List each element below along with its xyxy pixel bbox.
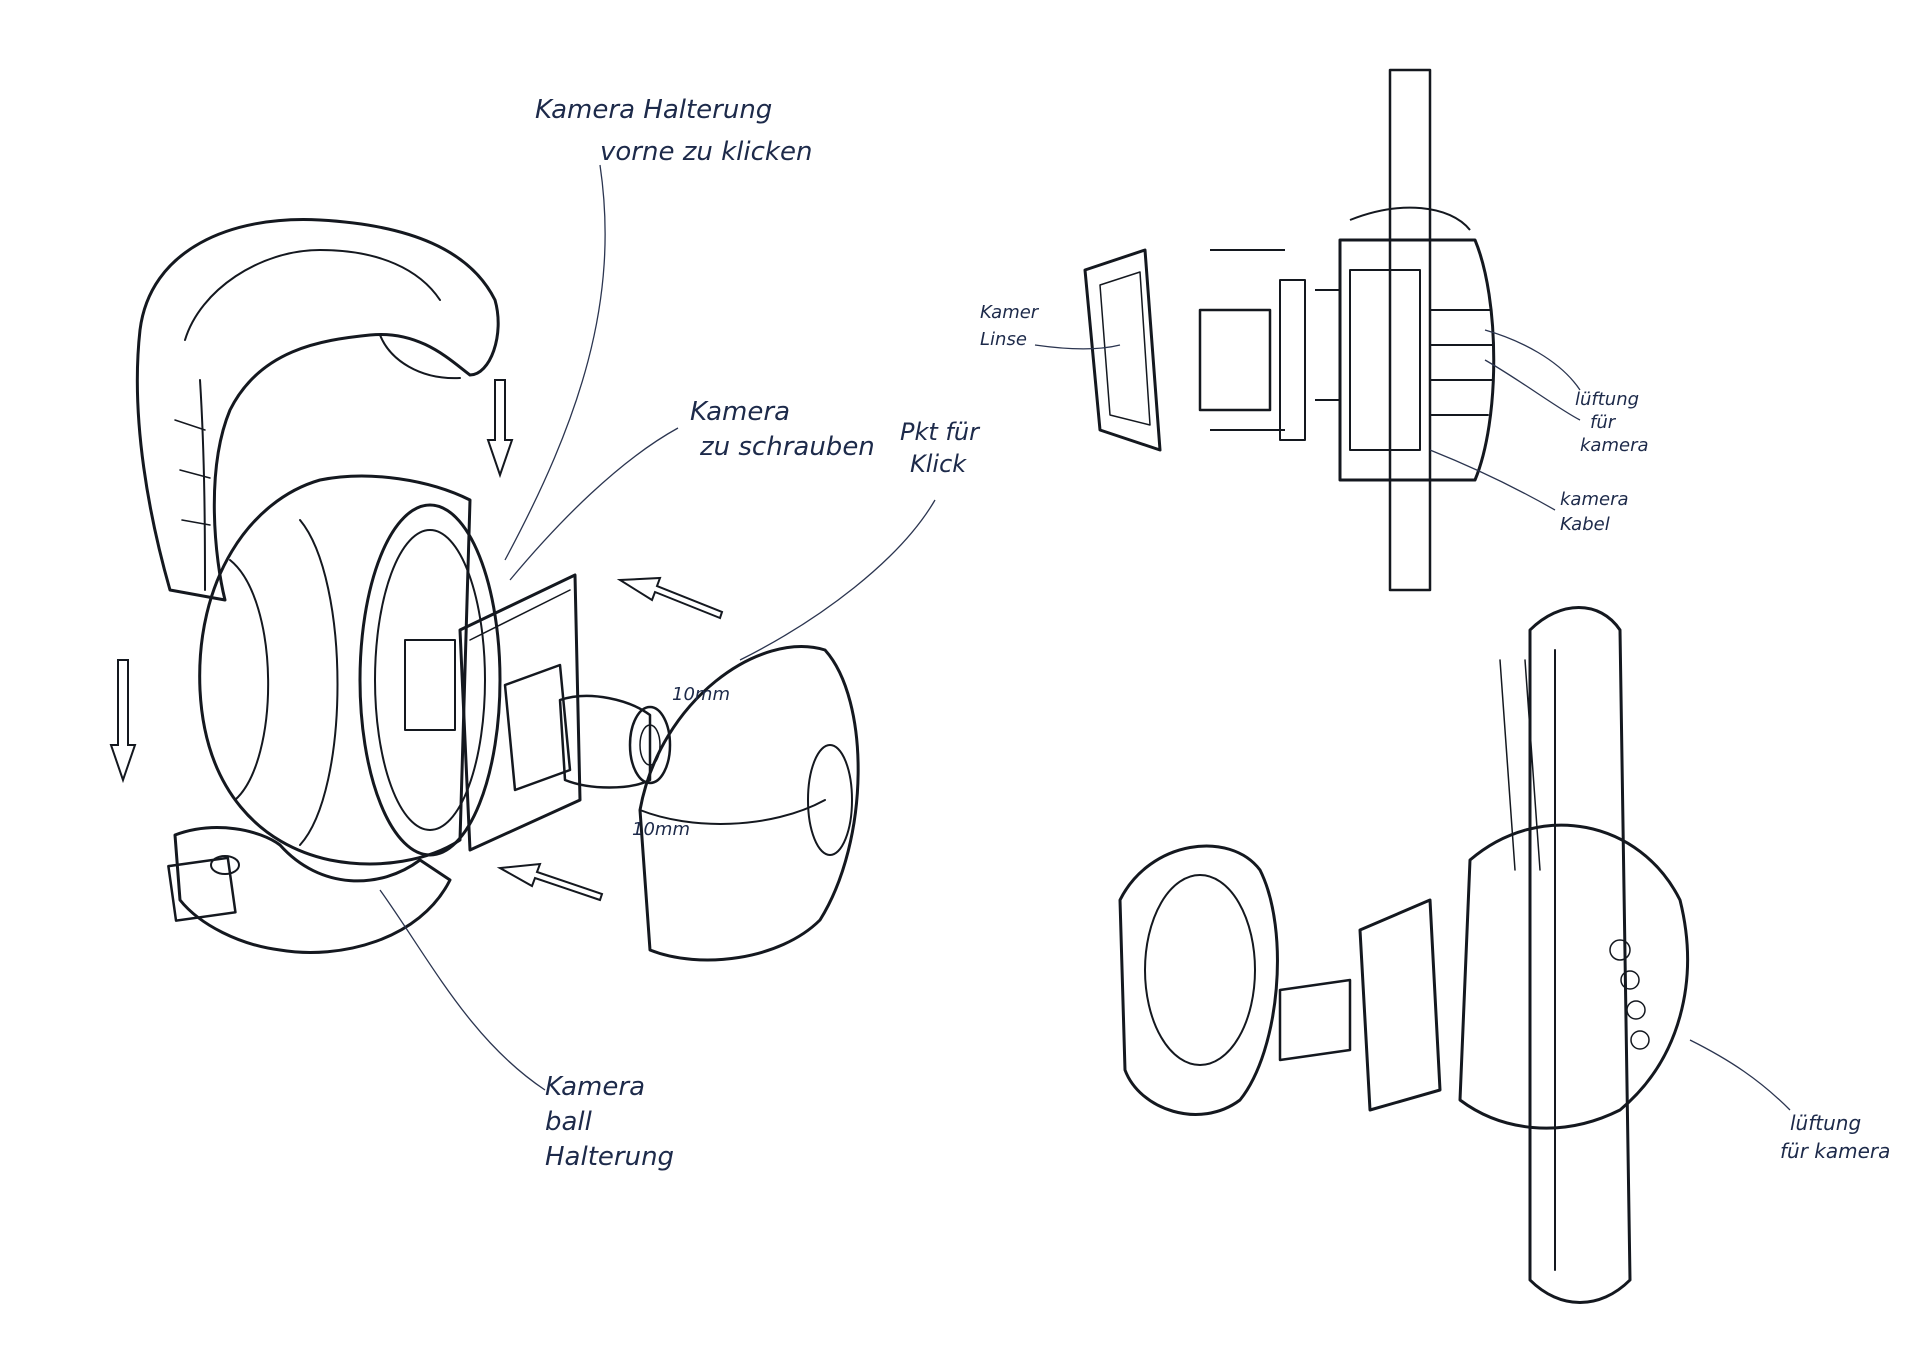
label-screw-camera-line2: zu schrauben [699, 432, 875, 462]
label-ball-holder-line1: Kamera [545, 1072, 645, 1102]
label-vent-top-line2: für [1590, 412, 1617, 433]
perspective-leaders [1689, 1039, 1791, 1111]
label-vent-bottom-line2: für kamera [1780, 1139, 1890, 1163]
label-ball-holder-line3: Halterung [545, 1142, 674, 1172]
dimension-bottom-text: 10mm [632, 819, 690, 840]
side-view-leaders [1034, 329, 1581, 511]
front-dome-shell [638, 645, 860, 962]
camera-pcb [458, 573, 582, 852]
assembly-arrows [109, 379, 724, 902]
label-click-point-line1: Pkt für [900, 418, 981, 446]
camera-lens [503, 663, 672, 792]
label-vent-top-line3: kamera [1580, 435, 1649, 456]
main-exploded-view: 10mm 10mm [109, 164, 936, 1091]
label-cable-line1: kamera [1560, 489, 1629, 510]
top-holder-half [135, 218, 500, 602]
side-view-arrows [1210, 206, 1471, 431]
perspective-exploded-view [1118, 606, 1791, 1304]
camera-ball [198, 474, 502, 866]
label-vent-bottom-line1: lüftung [1790, 1111, 1861, 1135]
side-section-view [1034, 68, 1581, 592]
label-ball-holder-line2: ball [545, 1107, 593, 1137]
dimension-marks: 10mm 10mm [632, 684, 730, 840]
label-lens-line2: Linse [980, 329, 1027, 350]
label-cable-line2: Kabel [1560, 514, 1610, 535]
bottom-holder-half [167, 826, 452, 954]
dimension-top-text: 10mm [672, 684, 730, 705]
label-lens-line1: Kamer [980, 302, 1040, 323]
label-holder-front-line1: Kamera Halterung [535, 95, 772, 125]
label-screw-camera-line1: Kamera [690, 397, 790, 427]
leader-lines [379, 164, 936, 1091]
label-click-point-line2: Klick [910, 450, 967, 478]
annotations: Kamera Halterung vorne zu klicken Kamera… [535, 95, 1890, 1172]
label-holder-front-line2: vorne zu klicken [600, 137, 812, 167]
label-vent-top-line1: lüftung [1575, 389, 1639, 410]
